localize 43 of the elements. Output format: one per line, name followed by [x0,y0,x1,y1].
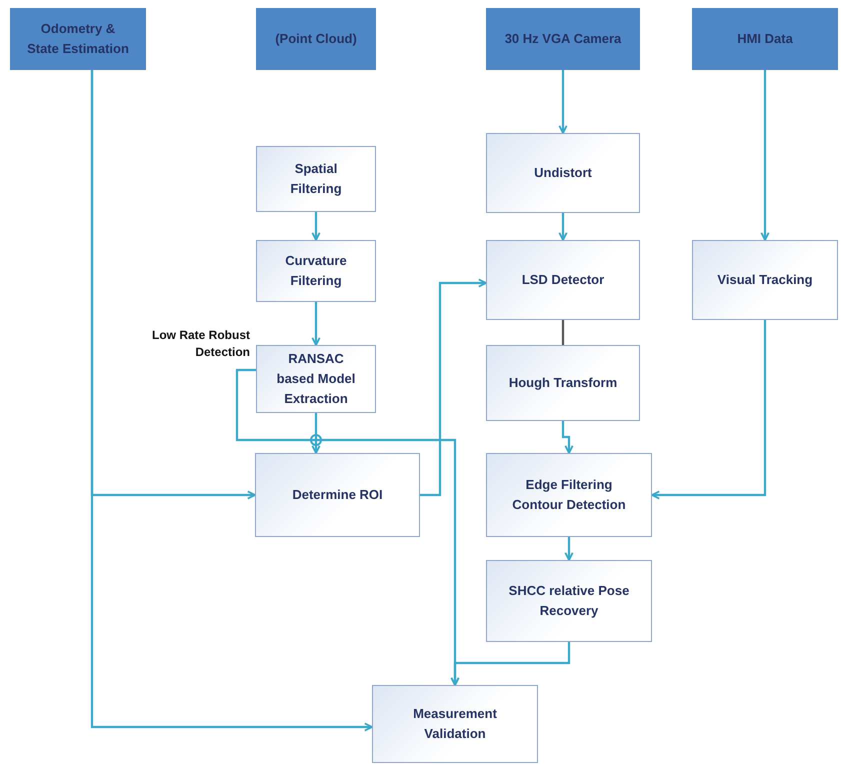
input-box [256,8,376,70]
process-box [255,453,420,537]
node-label: Visual Tracking [716,270,814,289]
node-label: Hough Transform [508,374,618,392]
arrow [558,213,568,241]
node-label: 30 Hz VGA Camera [504,30,622,48]
process-box [486,345,640,421]
arrow [312,302,320,346]
process-box [256,345,376,413]
node-label: Curvature Filtering [284,252,348,290]
process-box [486,453,652,537]
node-label: Undistort [533,164,593,182]
arrow [90,70,373,732]
arrow [651,320,766,500]
arrow [564,537,574,561]
arrow [312,413,320,454]
node-label: SHCC relative Pose Recovery [508,582,630,620]
annotation-text: Low Rate Robust Detection [151,327,250,361]
arrow [562,421,574,454]
input-box [486,8,640,70]
node-label: Measurement Validation [412,704,498,743]
input-box [692,8,838,70]
node-label: Spatial Filtering [289,160,343,198]
process-box [486,560,652,642]
process-box [486,240,640,320]
arrow [312,212,320,241]
process-box [372,685,538,763]
node-label: LSD Detector [520,270,606,289]
arrow [420,278,487,496]
node-label: Determine ROI [291,486,384,504]
process-box [256,240,376,302]
node-label: HMI Data [736,30,794,48]
process-box [486,133,640,213]
process-box [256,146,376,212]
node-label: Edge Filtering Contour Detection [511,476,627,514]
arrow [760,70,770,241]
process-box [692,240,838,320]
node-label: Odometry & State Estimation [26,20,130,58]
node-label: (Point Cloud) [274,30,358,48]
input-box [10,8,146,70]
node-label: RANSAC based Model Extraction [276,350,356,408]
arrow [450,642,570,686]
arrow [558,70,568,134]
